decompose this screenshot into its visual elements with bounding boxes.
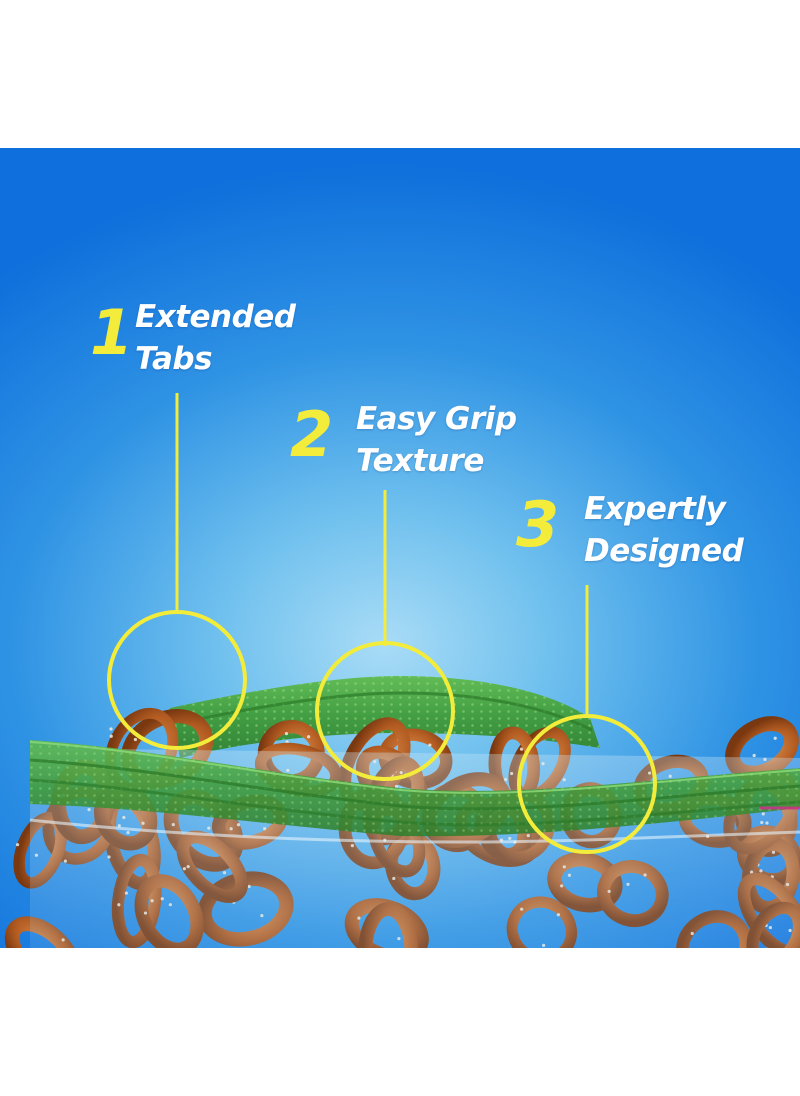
- callout-3-line1: Expertly: [584, 491, 726, 527]
- salt-speck: [133, 737, 137, 742]
- salt-speck: [109, 734, 113, 738]
- salt-speck: [109, 727, 113, 731]
- salt-speck: [15, 843, 20, 847]
- salt-speck: [428, 743, 432, 747]
- callout-1-line2: Tabs: [135, 341, 213, 377]
- callout-marker-1: [107, 393, 247, 750]
- product-image-panel: 1 Extended Tabs 2 Easy Grip Texture 3 Ex…: [0, 148, 800, 948]
- salt-speck: [519, 747, 524, 751]
- callout-1-line1: Extended: [135, 299, 296, 335]
- callout-2-line1: Easy Grip: [356, 401, 517, 437]
- callout-2-line2: Texture: [356, 443, 484, 479]
- salt-speck: [284, 732, 289, 736]
- salt-speck: [306, 735, 311, 739]
- callout-3-number: 3: [516, 488, 560, 561]
- callout-3-line2: Designed: [584, 533, 744, 569]
- salt-speck: [285, 740, 289, 744]
- salt-speck: [773, 736, 777, 740]
- callout-1-number: 1: [90, 296, 134, 369]
- product-illustration: [4, 393, 800, 948]
- zipper-front: [29, 740, 800, 837]
- salt-speck: [752, 753, 756, 758]
- callout-marker-3: [517, 585, 657, 854]
- callout-2-number: 2: [290, 398, 334, 471]
- callout-marker-2: [315, 490, 455, 781]
